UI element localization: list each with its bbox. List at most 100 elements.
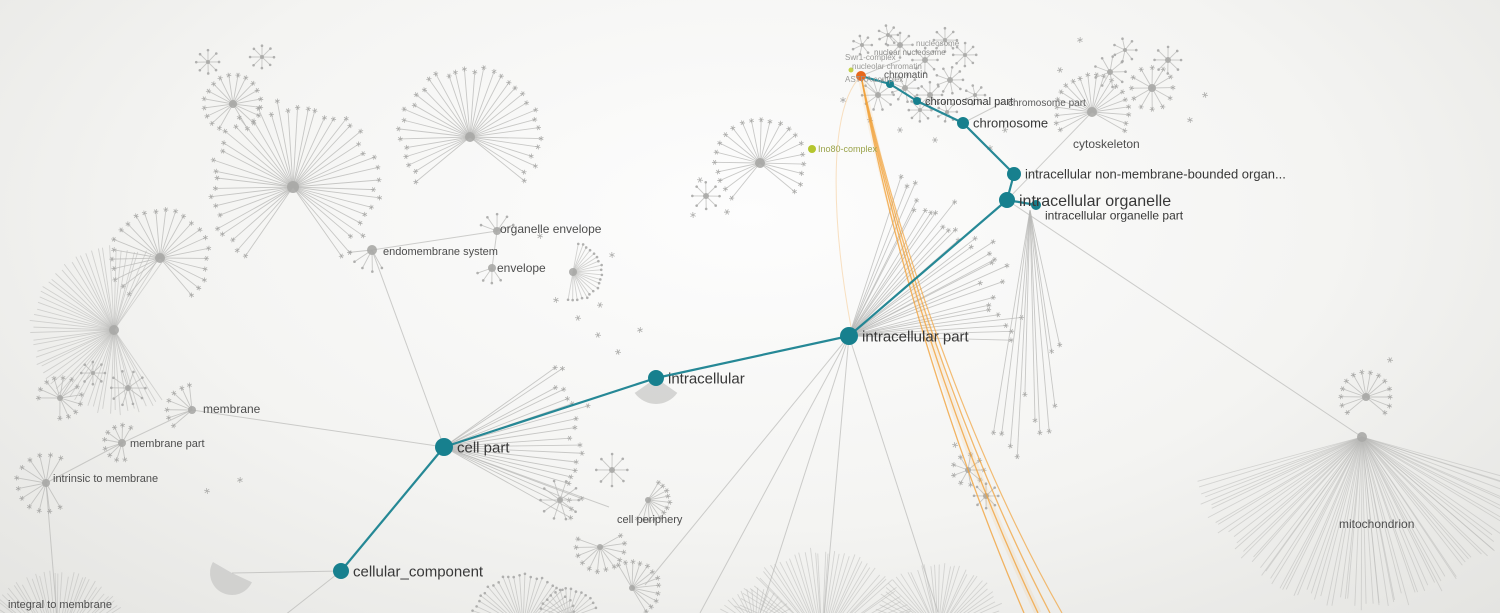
- gray-cluster: [851, 34, 874, 56]
- term-label: mitochondrion: [1339, 517, 1414, 531]
- gray-cluster: [634, 378, 678, 405]
- gray-cluster: [848, 174, 1025, 343]
- gray-cluster: [35, 375, 85, 421]
- cell_part-label: cell part: [457, 439, 510, 456]
- gray-cluster: [915, 80, 944, 109]
- gray-cluster: [911, 46, 939, 75]
- intracellular_organelle_part-label: intracellular organelle part: [1045, 208, 1184, 222]
- gray-cluster: [720, 587, 791, 613]
- gray-cluster: [471, 572, 576, 613]
- gray-cluster: [395, 65, 544, 185]
- gray-cluster: [875, 563, 1002, 613]
- non_membrane_org-label: intracellular non-membrane-bounded organ…: [1025, 167, 1286, 182]
- orange-edge: [860, 75, 1039, 613]
- gray-cluster: [964, 84, 987, 106]
- intracellular_part-label: intracellular part: [862, 328, 970, 345]
- gray-cluster: [573, 533, 628, 575]
- term-label: chromosome part: [1008, 98, 1086, 109]
- gray-cluster: [1094, 55, 1127, 89]
- gray-cluster: [615, 559, 662, 613]
- cell_part-node[interactable]: [435, 438, 453, 456]
- node-layer: [333, 67, 1041, 579]
- term-label: chromatin: [884, 70, 928, 81]
- intracellular-node[interactable]: [648, 370, 664, 386]
- gray-cluster: [1153, 45, 1183, 75]
- chromosome-label: chromosome: [973, 116, 1048, 131]
- path-edge: [655, 334, 850, 380]
- gray-cluster: [691, 180, 721, 211]
- gray-cluster: [79, 360, 107, 386]
- gray-cluster: [1197, 432, 1500, 611]
- highlight-path-layer: [340, 74, 1037, 572]
- gray-cluster: [932, 26, 959, 53]
- gray-cluster: [201, 72, 264, 132]
- gray-cluster: [209, 562, 252, 596]
- term-label: nucleosome: [916, 39, 960, 48]
- gray-cluster: [1338, 369, 1393, 416]
- chromosomal_part-label: chromosomal part: [925, 96, 1013, 108]
- term-label: cell periphery: [617, 514, 683, 526]
- path-edge: [860, 74, 891, 86]
- gray-cluster: [951, 451, 987, 488]
- chromosome-node[interactable]: [957, 117, 969, 129]
- gray-cluster: [208, 98, 383, 259]
- term-label: membrane: [203, 402, 261, 416]
- path-edge: [889, 83, 918, 102]
- term-label: endomembrane system: [383, 246, 498, 258]
- gray-cluster: [479, 212, 515, 235]
- orange-edge: [860, 75, 1025, 613]
- gray-cluster: [990, 209, 1063, 460]
- gray-cluster: [110, 369, 147, 407]
- term-label: Swr1-complex: [845, 53, 896, 62]
- intracellular_organelle_part-node[interactable]: [1031, 200, 1041, 210]
- non_membrane_org-node[interactable]: [1007, 167, 1021, 181]
- gray-cluster: [1113, 37, 1138, 63]
- gray-cluster: [711, 117, 807, 201]
- term-label: intrinsic to membrane: [53, 473, 158, 485]
- accent-node[interactable]: [848, 67, 854, 73]
- gray-cluster-layer: [0, 24, 1500, 613]
- path-edge: [340, 446, 445, 572]
- term-label: cytoskeleton: [1073, 137, 1140, 151]
- path-edge: [443, 376, 657, 449]
- gray-cluster: [1128, 65, 1176, 112]
- term-label: nucleolar chromatin: [852, 62, 922, 71]
- path-edge: [962, 122, 1015, 175]
- orange-edge-layer: [835, 75, 1063, 613]
- gray-cluster: [935, 65, 965, 95]
- orange-edge: [835, 75, 862, 328]
- gray-cluster: [1053, 72, 1132, 134]
- scatter-stars: [204, 36, 1394, 495]
- term-label: Ino80-complex: [818, 144, 878, 154]
- gray-cluster: [907, 97, 933, 123]
- nucleosome_hot-node[interactable]: [856, 71, 866, 81]
- orange-edge: [860, 75, 1063, 613]
- chromosomal_part-node[interactable]: [913, 97, 921, 105]
- gray-cluster: [951, 41, 978, 68]
- gray-cluster: [539, 586, 598, 613]
- intracellular_organelle-node[interactable]: [999, 192, 1015, 208]
- accent-node[interactable]: [808, 145, 816, 153]
- term-label: ASTRA complex: [845, 75, 903, 84]
- term-label: nuclear nucleosome: [874, 48, 946, 57]
- gray-cluster: [349, 245, 384, 273]
- term-label: organelle envelope: [500, 222, 602, 236]
- gray-cluster: [109, 206, 212, 298]
- term-label: membrane part: [130, 438, 205, 450]
- intracellular_part-node[interactable]: [840, 327, 858, 345]
- gray-cluster: [734, 547, 912, 613]
- gray-cluster: [248, 44, 276, 70]
- orange-edge: [860, 75, 1051, 613]
- gray-cluster: [566, 242, 604, 302]
- intracellular_organelle-label: intracellular organelle: [1019, 193, 1171, 210]
- gray-cluster: [594, 452, 629, 488]
- chromatin_node-node[interactable]: [886, 80, 894, 88]
- orange-edge: [857, 75, 1042, 613]
- gray-cluster: [102, 422, 134, 463]
- cellular_component-node[interactable]: [333, 563, 349, 579]
- gray-cluster: [634, 479, 673, 524]
- gray-cluster: [29, 245, 164, 416]
